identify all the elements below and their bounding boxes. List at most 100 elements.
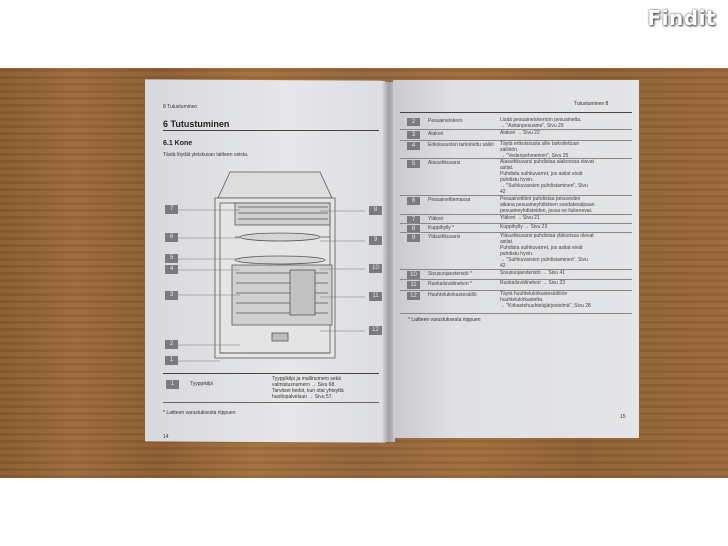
- row-number: 7: [407, 216, 420, 224]
- row-description-line: Yläkori → Sivu 21: [500, 215, 540, 221]
- table-row: 2 Pesuainelokero Lisää pesuainelokeroon pe…: [400, 117, 632, 130]
- diagram-label-6: 6: [165, 233, 178, 242]
- table-row-1-desc-1: Tyyppikilpi ja mallinumero sekä: [272, 376, 341, 382]
- left-page-number: 14: [163, 434, 169, 440]
- row-description: Kuppihylly → Sivu 23: [500, 224, 547, 230]
- row-description-line: → "Suihkuvarsien puhdistaminen", Sivu: [500, 257, 588, 263]
- row-description-line: Täytä huuhtelukirkastesäiliöön: [500, 291, 568, 297]
- row-divider: [400, 129, 632, 130]
- table-row-1-desc-3: Tarvitset tiedot, kun otat yhteyttä: [272, 388, 344, 394]
- table-row: 8 Kuppihylly * Kuppihylly → Sivu 23: [400, 224, 632, 233]
- diagram-label-1: 1: [165, 356, 178, 365]
- row-description-line: → "Suihkuvarsien puhdistaminen", Sivu: [500, 183, 588, 189]
- table-row-1-name: Tyyppikilpi: [190, 381, 214, 387]
- section-title: 6.1 Kone: [163, 140, 193, 147]
- diagram-label-2: 2: [165, 340, 178, 349]
- row-description-line: Alakori → Sivu 22: [500, 130, 540, 136]
- diagram-label-3: 3: [165, 291, 178, 300]
- row-description: Lisää pesuainelokeroon pesuainetta.→ "As…: [500, 117, 581, 129]
- chapter-rule: [163, 130, 379, 131]
- row-description-line: astiat.: [500, 165, 514, 171]
- row-description-line: Sivusuojaesteristö → Sivu 41: [500, 270, 566, 276]
- table-row: 7 Yläkori Yläkori → Sivu 21: [400, 215, 632, 224]
- row-divider: [400, 195, 632, 196]
- left-footnote: * Laitteen varustuksesta riippuen: [163, 410, 236, 416]
- row-description-line: astiat.: [500, 239, 514, 245]
- row-name: Alakori: [428, 131, 444, 137]
- left-page-header: 8 Tutustuminen: [163, 104, 198, 110]
- table-row: 5 Alasuihkuvarsi Alasuihkuvarsi puhdistaa …: [400, 159, 632, 196]
- row-description: Yläsuihkuvarsi puhdistaa yläkorissa olev…: [500, 233, 594, 269]
- row-number: 2: [407, 118, 420, 126]
- row-divider: [400, 232, 632, 233]
- row-description-line: Yläsuihkuvarsi puhdistaa yläkorissa olev…: [500, 233, 594, 239]
- table-row-1-desc-4: huoltopalveluun → Sivu 57.: [272, 394, 333, 400]
- row-description-line: Pesuainetilteri puhdistaa pesuveden: [500, 196, 581, 202]
- row-number: 11: [407, 281, 420, 289]
- row-divider: [400, 140, 632, 141]
- row-number: 8: [407, 225, 420, 233]
- row-number: 12: [407, 292, 420, 300]
- row-name: Sivusuojaesteristö *: [428, 271, 472, 277]
- row-name: Yläkori: [428, 216, 444, 222]
- table-top-rule: [163, 373, 379, 374]
- dishwasher-diagram: [178, 171, 365, 362]
- row-name: Alasuihkuvarsi: [428, 160, 461, 166]
- diagram-label-9: 9: [369, 236, 382, 245]
- row-description-line: pesuaineyhdisteiden, jossa ne liukenevat…: [500, 208, 593, 214]
- row-description-line: huuhtelukirkastetta.: [500, 297, 544, 303]
- row-description-line: → "Kirkastehuuhtelujärjestelmä", Sivu 28: [500, 303, 591, 309]
- row-description-line: Täytä erikoissuola sille tarkoitettuun: [500, 141, 580, 147]
- row-description-line: Ruokailuvälinekori → Sivu 23: [500, 280, 566, 286]
- row-number: 3: [407, 131, 420, 139]
- table-row-1-number: 1: [166, 380, 179, 389]
- row-number: 5: [407, 160, 420, 168]
- diagram-label-5: 5: [165, 254, 178, 263]
- row-name: Kuppihylly *: [428, 225, 455, 231]
- intro-text: Tästä löydät yleiskuvan laitteen osista.: [163, 152, 249, 158]
- row-number: 6: [407, 197, 420, 205]
- diagram-label-11: 11: [369, 292, 382, 301]
- row-divider: [400, 313, 632, 314]
- row-name: Yläsuihkuvarsi: [428, 234, 461, 240]
- table-row-1-desc-2: valmistusnumero → Sivu 68.: [272, 382, 336, 388]
- row-description-line: 42: [500, 263, 506, 269]
- right-header-rule: [400, 112, 632, 113]
- row-description: Alakori → Sivu 22: [500, 130, 540, 136]
- row-name: Pesuainelokero: [428, 118, 463, 124]
- row-number: 10: [407, 271, 420, 279]
- row-description-line: → "Vedenpehmennin", Sivu 25: [500, 153, 569, 159]
- row-description-line: säiliöön.: [500, 147, 519, 153]
- row-description-line: Puhdista suihkuvarret, jos astiat eivät: [500, 171, 583, 177]
- right-page-number: 15: [620, 414, 626, 420]
- table-bottom-rule: [163, 402, 379, 403]
- row-divider: [400, 158, 632, 159]
- row-description-line: Puhdista suihkuvarret, jos astiat eivät: [500, 245, 583, 251]
- row-name: Huuhtelukirkastesäiliö: [428, 292, 477, 298]
- row-description-line: → "Astianpesuaine", Sivu 29: [500, 123, 564, 129]
- diagram-label-12: 12: [369, 326, 382, 335]
- row-description: Sivusuojaesteristö → Sivu 41: [500, 270, 565, 276]
- row-divider: [400, 214, 632, 215]
- row-divider: [400, 279, 632, 280]
- row-description-line: Alasuihkuvarsi puhdistaa alakorissa olev…: [500, 159, 594, 165]
- row-divider: [400, 269, 632, 270]
- row-divider: [400, 290, 632, 291]
- row-description-line: aikana pesuaineyhdisteen suodatesalpaan: [500, 202, 595, 208]
- row-divider: [400, 223, 632, 224]
- right-footnote: * Laitteen varustuksesta riippuen: [408, 317, 481, 323]
- row-description-line: 42: [500, 189, 506, 195]
- diagram-label-4: 4: [165, 265, 178, 274]
- row-description-line: Lisää pesuainelokeroon pesuainetta.: [500, 117, 582, 123]
- book-gutter: [383, 82, 395, 442]
- right-page: [393, 80, 639, 438]
- row-name: Erikoissuolan tarkoitettu säiliö: [428, 142, 494, 148]
- table-row: 10 Sivusuojaesteristö * Sivusuojaesteristö…: [400, 270, 632, 280]
- row-description: Yläkori → Sivu 21: [500, 215, 540, 221]
- diagram-label-8: 8: [369, 206, 382, 215]
